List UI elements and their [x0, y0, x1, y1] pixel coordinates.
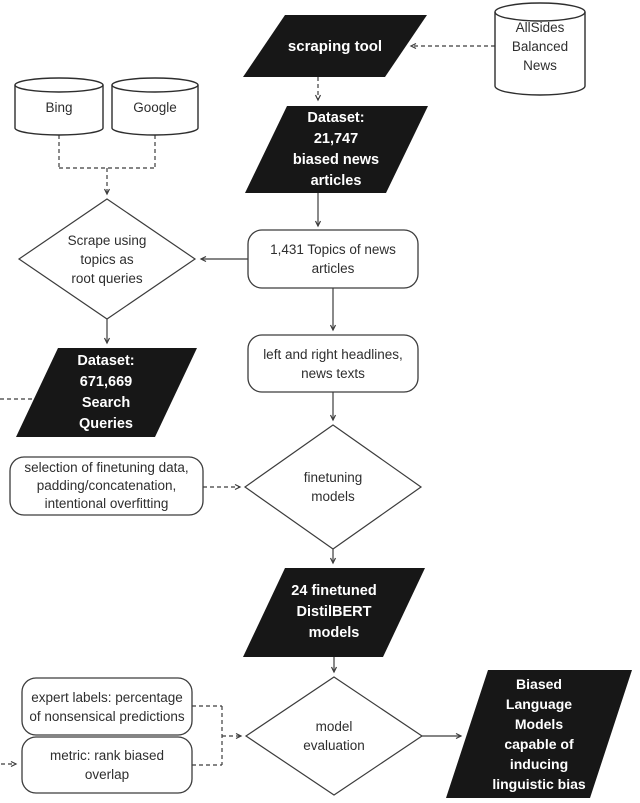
metric-label: metric: rank biased overlap [49, 748, 165, 782]
dataset-queries-parallelogram [16, 348, 197, 437]
distilbert-models-parallelogram [243, 568, 425, 657]
google-cylinder [111, 77, 199, 136]
scraping-tool-label: scraping tool [287, 37, 383, 55]
evaluation-label: model evaluation [303, 719, 365, 753]
headlines-box [247, 334, 419, 393]
allsides-label: AllSides Balanced News [511, 19, 569, 73]
finetuning-label: finetuning models [303, 470, 363, 504]
expert-labels-label: expert labels: percentage of nonsensical… [29, 689, 185, 724]
expert-labels-box [21, 677, 193, 736]
allsides-cylinder [494, 2, 586, 96]
topics-label: 1,431 Topics of news articles [270, 242, 396, 276]
biased-models-parallelogram [446, 670, 632, 798]
metric-box [21, 736, 193, 794]
scrape-queries-diamond [17, 198, 197, 320]
biased-models-label: Biased Language Models capable of induci… [492, 676, 586, 792]
scraping-tool-parallelogram [243, 15, 427, 77]
selection-box [9, 456, 204, 516]
evaluation-diamond [244, 676, 424, 796]
topics-box [247, 229, 419, 289]
bing-label: Bing [45, 99, 73, 115]
dataset-articles-parallelogram [245, 106, 428, 193]
allsides-cylinder-rim [494, 11, 586, 22]
dataset-queries-label: Dataset: 671,669 Search Queries [77, 352, 135, 432]
bing-cylinder-rim [14, 84, 104, 93]
dataset-articles-label: Dataset: 21,747 biased news articles [292, 109, 380, 189]
google-cylinder-rim [111, 84, 199, 93]
google-label: Google [133, 99, 177, 115]
bing-cylinder [14, 77, 104, 136]
distilbert-models-label: 24 finetuned DistilBERT models [291, 583, 377, 641]
selection-label: selection of finetuning data, padding/co… [24, 460, 189, 511]
finetuning-diamond [243, 424, 423, 550]
scrape-queries-label: Scrape using topics as root queries [67, 232, 147, 286]
headlines-label: left and right headlines, news texts [263, 346, 403, 381]
